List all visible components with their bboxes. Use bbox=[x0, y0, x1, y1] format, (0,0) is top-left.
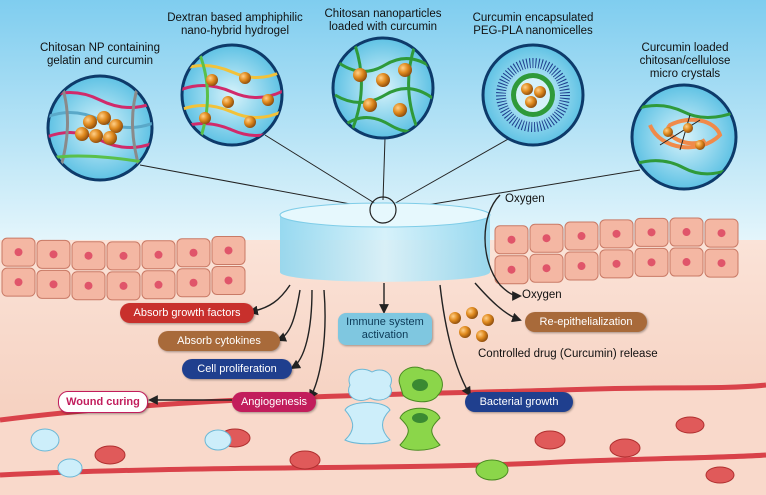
absorb-growth-factors-badge: Absorb growth factors bbox=[120, 303, 254, 323]
cell-nucleus bbox=[717, 229, 726, 238]
cell-nucleus bbox=[119, 251, 128, 260]
circle-3-label-line1: Chitosan nanoparticles bbox=[324, 8, 442, 20]
cell-nucleus bbox=[189, 278, 198, 287]
epidermis-cells-left bbox=[1, 235, 246, 301]
cell-nucleus bbox=[647, 258, 656, 267]
drug-release-label: Controlled drug (Curcumin) release bbox=[478, 348, 658, 360]
curcumin-particles bbox=[449, 307, 494, 342]
cell-nucleus bbox=[49, 280, 58, 289]
magnify-circle bbox=[369, 196, 397, 224]
immune-activation-line2: activation bbox=[361, 329, 409, 341]
circle-1-label-line1: Chitosan NP containing bbox=[40, 42, 160, 54]
cell-nucleus bbox=[542, 234, 551, 243]
cell-nucleus bbox=[224, 276, 233, 285]
cell-nucleus bbox=[154, 280, 163, 289]
cell-nucleus bbox=[49, 250, 58, 259]
circle-5-label-line1: Curcumin loaded bbox=[641, 42, 729, 54]
wound-curing-badge: Wound curing bbox=[58, 391, 148, 413]
circle-4-label: Curcumin encapsulated PEG-PLA nanomicell… bbox=[463, 12, 603, 38]
circle-chitosan-nanoparticles bbox=[331, 36, 435, 140]
angiogenesis-badge: Angiogenesis bbox=[232, 392, 316, 412]
circle-5-label: Curcumin loaded chitosan/cellulose micro… bbox=[615, 42, 755, 81]
circle-chitosan-gelatin bbox=[46, 74, 154, 182]
circle-1-label: Chitosan NP containing gelatin and curcu… bbox=[30, 42, 170, 68]
absorb-cytokines-badge: Absorb cytokines bbox=[158, 331, 280, 351]
bacterial-growth-badge: Bacterial growth bbox=[465, 392, 573, 412]
circle-3-label-line2: loaded with curcumin bbox=[328, 21, 438, 33]
cell-nucleus bbox=[717, 259, 726, 268]
cell-nucleus bbox=[682, 228, 691, 237]
circle-peg-pla-micelles bbox=[481, 43, 585, 147]
cell-nucleus bbox=[612, 259, 621, 268]
wound-dressing bbox=[279, 196, 491, 282]
connector-lines bbox=[139, 134, 641, 211]
cell-nucleus bbox=[189, 248, 198, 257]
circle-4-label-line2: PEG-PLA nanomicelles bbox=[473, 25, 593, 37]
cell-nucleus bbox=[507, 235, 516, 244]
circle-4-label-line1: Curcumin encapsulated bbox=[472, 12, 594, 24]
circle-2-label-line1: Dextran based amphiphilic bbox=[167, 12, 303, 24]
oxygen-label-top: Oxygen bbox=[505, 193, 545, 205]
circle-3-label: Chitosan nanoparticles loaded with curcu… bbox=[318, 8, 448, 34]
immune-cells bbox=[344, 366, 443, 451]
cell-nucleus bbox=[84, 281, 93, 290]
circle-2-label: Dextran based amphiphilic nano-hybrid hy… bbox=[160, 12, 310, 38]
cell-nucleus bbox=[14, 278, 23, 287]
circle-dextran-hydrogel bbox=[180, 43, 284, 147]
immune-activation-badge: Immune system activation bbox=[338, 313, 432, 345]
circle-5-label-line3: micro crystals bbox=[649, 68, 721, 80]
cell-nucleus bbox=[507, 265, 516, 274]
cell-nucleus bbox=[682, 258, 691, 267]
cell-nucleus bbox=[119, 281, 128, 290]
cell-nucleus bbox=[577, 262, 586, 271]
cell-proliferation-badge: Cell proliferation bbox=[182, 359, 292, 379]
cell-nucleus bbox=[542, 264, 551, 273]
cell-nucleus bbox=[224, 246, 233, 255]
oxygen-label-bottom: Oxygen bbox=[522, 289, 562, 301]
immune-activation-line1: Immune system bbox=[346, 316, 424, 328]
epidermis-cells-right bbox=[494, 217, 739, 285]
cell-nucleus bbox=[14, 248, 23, 257]
cell-nucleus bbox=[84, 251, 93, 260]
circle-1-label-line2: gelatin and curcumin bbox=[46, 55, 154, 67]
circle-5-label-line2: chitosan/cellulose bbox=[639, 55, 731, 67]
re-epithelialization-badge: Re-epithelialization bbox=[525, 312, 647, 332]
cell-nucleus bbox=[647, 228, 656, 237]
circle-chitosan-cellulose-crystals bbox=[630, 83, 738, 191]
effect-arrows bbox=[148, 194, 522, 405]
cell-nucleus bbox=[154, 250, 163, 259]
cell-nucleus bbox=[577, 232, 586, 241]
circle-2-label-line2: nano-hybrid hydrogel bbox=[180, 25, 290, 37]
cell-nucleus bbox=[612, 229, 621, 238]
